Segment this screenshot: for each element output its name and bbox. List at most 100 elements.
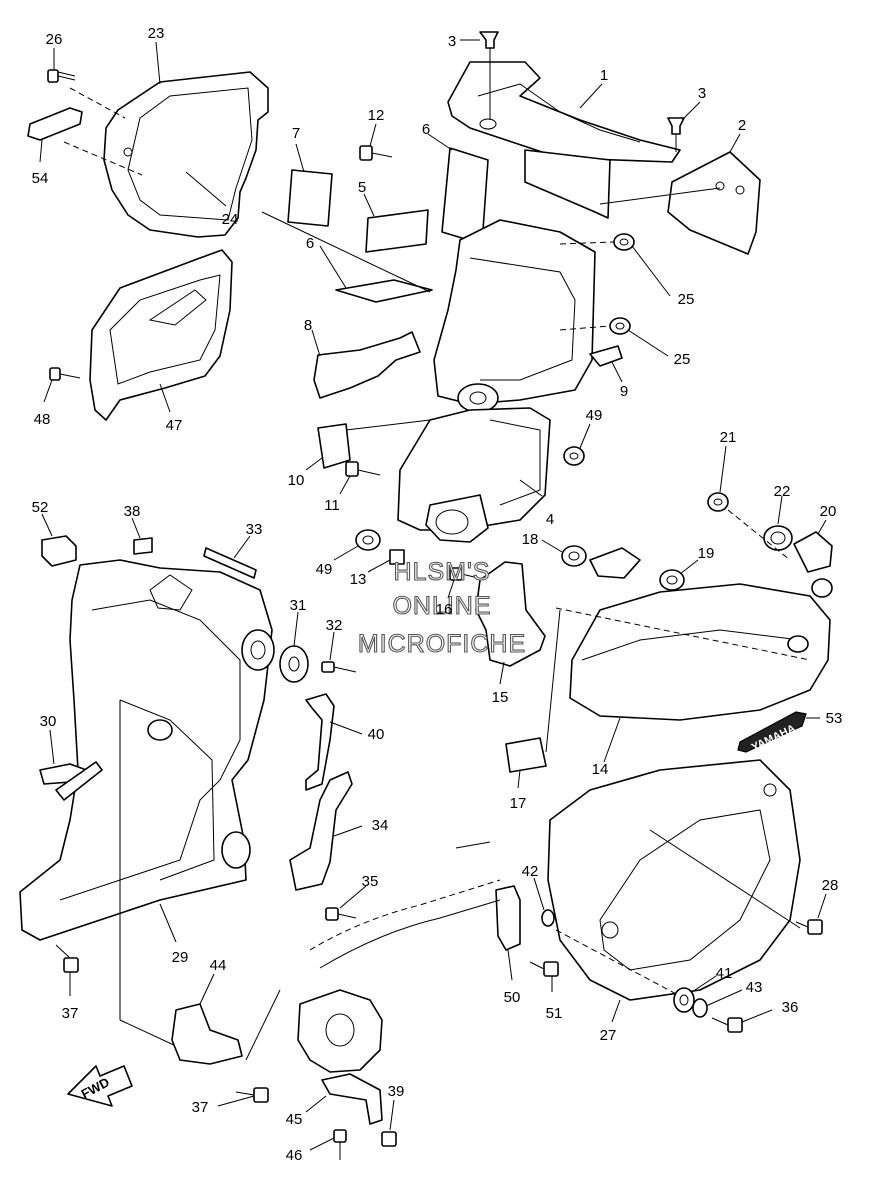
watermark-line-3: MICROFICHE [358, 630, 526, 658]
callout-41: 41 [716, 965, 733, 982]
strip-33 [203, 547, 257, 579]
grommet-25b [609, 317, 631, 335]
watermark: HLSM'S ONLINE MICROFICHE [357, 557, 526, 658]
callout-2: 2 [738, 117, 746, 134]
callout-51: 51 [546, 1005, 563, 1022]
callout-53: 53 [826, 710, 843, 727]
callout-52: 52 [32, 499, 49, 516]
callout-35: 35 [362, 873, 379, 890]
callout-28: 28 [822, 877, 839, 894]
callout-18: 18 [522, 531, 539, 548]
grommet-49a [563, 446, 585, 466]
pad-7 [287, 169, 333, 227]
plate-2 [599, 151, 761, 255]
callout-37b: 37 [192, 1099, 209, 1116]
callout-38: 38 [124, 503, 141, 520]
bolt-32 [321, 661, 357, 673]
washer-31 [279, 645, 309, 683]
callout-49a: 49 [586, 407, 603, 424]
callout-10: 10 [288, 472, 305, 489]
callout-3b: 3 [698, 85, 706, 102]
bracket-1 [447, 61, 681, 219]
callout-24: 24 [222, 211, 239, 228]
key-lock-20 [793, 531, 833, 598]
pad-17 [505, 737, 547, 773]
callout-19: 19 [698, 545, 715, 562]
callout-43: 43 [746, 979, 763, 996]
mount-4 [397, 219, 596, 543]
bolt-12 [359, 145, 393, 161]
callout-46: 46 [286, 1147, 303, 1164]
callouts: 26 23 54 24 3 1 3 2 12 7 6 5 6 [32, 25, 843, 1164]
callout-13: 13 [350, 571, 367, 588]
pad-10 [317, 423, 351, 469]
callout-8: 8 [304, 317, 312, 334]
bolt-48 [49, 367, 81, 381]
seal-8 [313, 331, 421, 399]
damper-9 [589, 345, 623, 367]
screw-16 [449, 567, 479, 581]
emblem-53: YAMAHA [737, 711, 807, 754]
grommet-25a [613, 233, 635, 251]
callout-29: 29 [172, 949, 189, 966]
grommet-19 [659, 569, 685, 591]
bracket-50 [495, 885, 521, 951]
screw-35 [325, 907, 357, 921]
bolt-36 [711, 1017, 743, 1033]
washer-43 [692, 998, 708, 1018]
callout-11: 11 [324, 497, 340, 514]
side-cover-27 [547, 759, 801, 1001]
watermark-line-1: HLSM'S [394, 558, 491, 586]
callout-25b: 25 [674, 351, 691, 368]
bracket-44 [171, 1003, 243, 1065]
callout-1: 1 [600, 67, 608, 84]
bolt-39 [381, 1131, 397, 1147]
callout-45: 45 [286, 1111, 303, 1128]
frame-tube [309, 841, 501, 969]
bolt-28 [795, 919, 823, 935]
pad-5 [365, 209, 429, 253]
nut-13 [389, 549, 405, 565]
callout-20: 20 [820, 503, 837, 520]
grommet-18 [561, 545, 587, 567]
bolt-26 [47, 69, 76, 83]
callout-9: 9 [620, 383, 628, 400]
side-cover-14 [555, 583, 831, 721]
bolt-37a [55, 944, 79, 973]
bracket-34 [289, 771, 353, 891]
callout-42: 42 [522, 863, 539, 880]
callout-34: 34 [372, 817, 389, 834]
valve-assembly [245, 989, 383, 1073]
cover-47 [89, 249, 233, 421]
callout-15: 15 [492, 689, 509, 706]
collar-42 [541, 909, 555, 927]
callout-36: 36 [782, 999, 799, 1016]
bolt-11 [345, 461, 381, 477]
pad-6b [335, 279, 433, 303]
fwd-arrow[interactable]: FWD [67, 1065, 133, 1107]
grommet-18b [589, 547, 641, 579]
bracket-45 [321, 1073, 383, 1125]
callout-40: 40 [368, 726, 385, 743]
callout-33: 33 [246, 521, 263, 538]
callout-25a: 25 [678, 291, 695, 308]
callout-7: 7 [292, 125, 300, 142]
callout-32: 32 [326, 617, 343, 634]
callout-4: 4 [546, 511, 554, 528]
callout-23: 23 [148, 25, 165, 42]
callout-22: 22 [774, 483, 791, 500]
clamp-40 [305, 693, 335, 791]
grommet-41 [673, 987, 695, 1013]
callout-14: 14 [592, 761, 609, 778]
callout-16: 16 [436, 601, 453, 618]
callout-44: 44 [210, 957, 227, 974]
callout-48: 48 [34, 411, 51, 428]
clip-38 [133, 537, 153, 555]
callout-30: 30 [40, 713, 57, 730]
bolt-37b [235, 1087, 269, 1103]
callout-27: 27 [600, 1027, 617, 1044]
callout-26: 26 [46, 31, 63, 48]
bolt-46 [333, 1129, 347, 1160]
callout-54: 54 [32, 170, 49, 187]
